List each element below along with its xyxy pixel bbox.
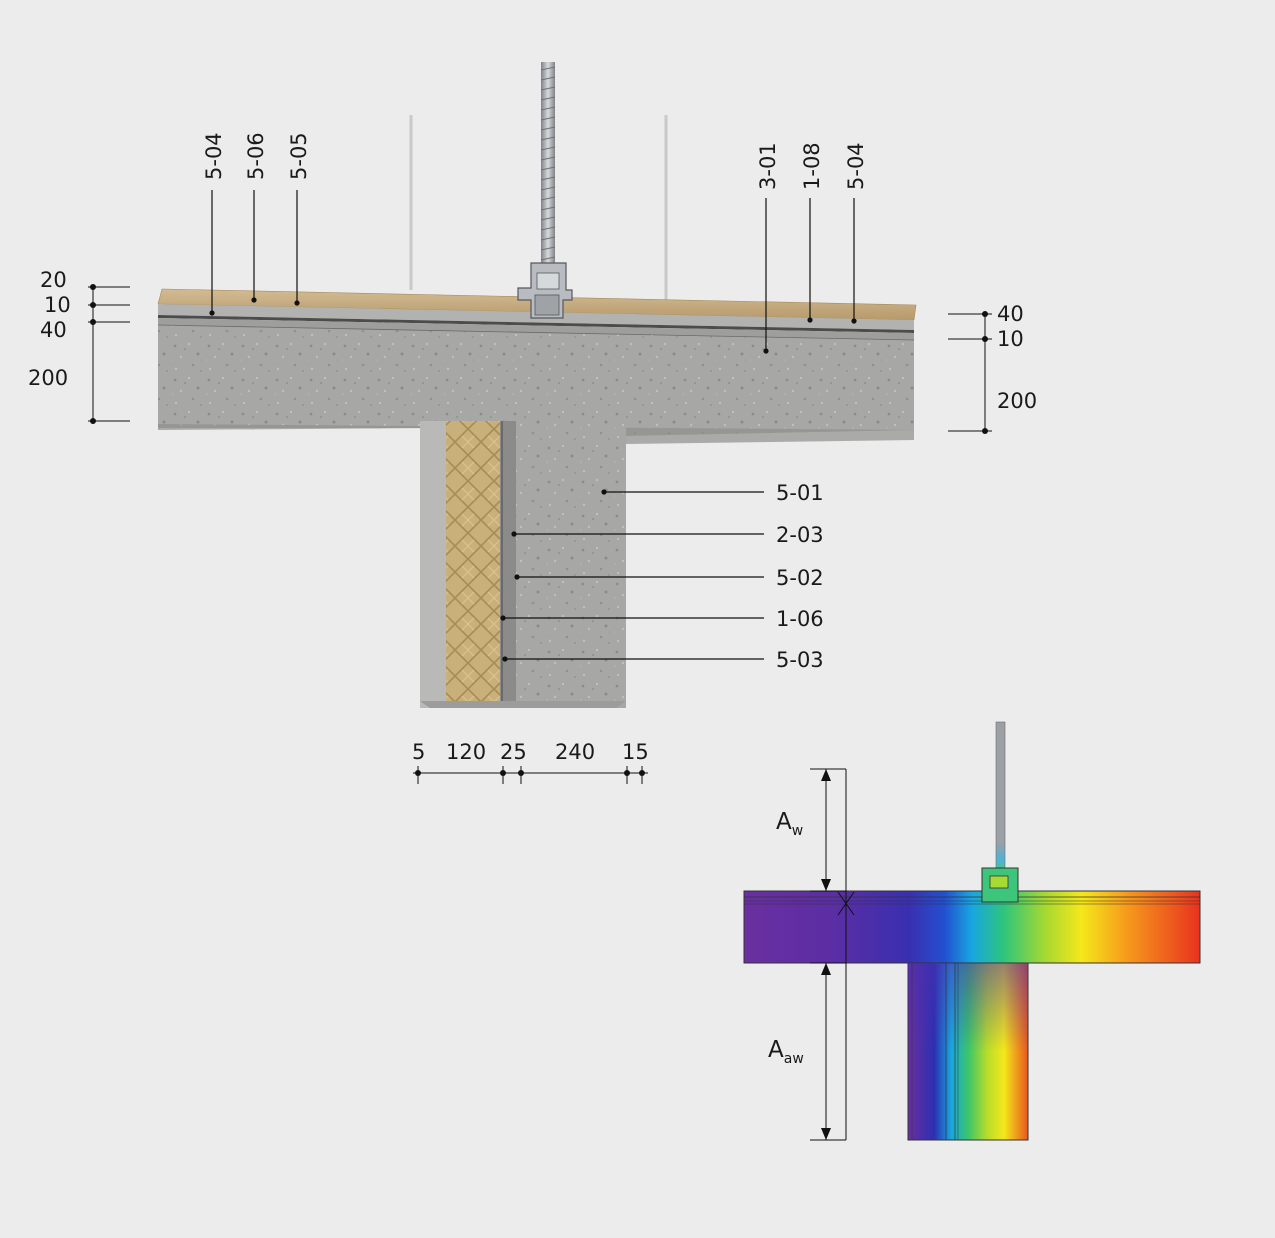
- thermal-dimension-arrows: [821, 769, 831, 1140]
- label-side-1: 5-01: [776, 481, 824, 505]
- dim-bottom-5: 15: [622, 740, 649, 764]
- dim-left-2: 10: [44, 293, 71, 317]
- wall: [420, 421, 626, 708]
- dim-left-1: 20: [40, 268, 67, 292]
- label-top-right-1: 3-01: [756, 142, 780, 190]
- label-top-left-3: 5-05: [287, 132, 311, 180]
- dim-left-4: 200: [28, 366, 68, 390]
- dimension-bottom-ticks: [415, 770, 645, 776]
- thermal-slab: [743, 890, 1201, 964]
- dimension-right: [948, 313, 992, 432]
- clamp-bracket: [517, 262, 573, 319]
- plaster-inner: [420, 421, 446, 708]
- membrane-layer: [500, 421, 516, 701]
- thermal-rod: [995, 721, 1006, 873]
- dim-right-3: 200: [997, 389, 1037, 413]
- dim-right-1: 40: [997, 302, 1024, 326]
- screed-layer-lower: [158, 318, 914, 340]
- dim-bottom-4: 240: [555, 740, 595, 764]
- dim-left-3: 40: [40, 318, 67, 342]
- leader-lines: [211, 190, 855, 660]
- dim-bottom-2: 120: [446, 740, 486, 764]
- slab-bottom-shadow: [158, 424, 914, 444]
- label-top-left-1: 5-04: [202, 132, 226, 180]
- main-section: 5-04 5-06 5-05 3-01 1-08 5-04 5-01 2-03 …: [157, 62, 917, 708]
- label-side-4: 1-06: [776, 607, 824, 631]
- wall-bottom-face: [420, 701, 626, 708]
- slab-edge-line: [157, 324, 915, 341]
- thermal-dimension-lines: [810, 768, 855, 1141]
- label-side-3: 5-02: [776, 566, 824, 590]
- dimension-bottom: [413, 766, 648, 784]
- label-top-right-2: 1-08: [800, 142, 824, 190]
- masonry-block: [516, 421, 626, 708]
- label-top-left-2: 5-06: [244, 132, 268, 180]
- threaded-rod: [540, 62, 556, 277]
- dim-bottom-3: 25: [500, 740, 527, 764]
- label-side-2: 2-03: [776, 523, 824, 547]
- dim-bottom-1: 5: [412, 740, 425, 764]
- label-top-right-3: 5-04: [844, 142, 868, 190]
- mineral-wool-insulation: [446, 421, 500, 701]
- separation-layer: [158, 315, 914, 333]
- dimension-left-ticks: [90, 284, 96, 424]
- label-aw: Aw: [776, 809, 803, 839]
- thermal-simulation: Aw Aaw: [743, 721, 1201, 1141]
- concrete-slab: [158, 325, 914, 436]
- dimension-right-ticks: [982, 311, 988, 434]
- label-side-5: 5-03: [776, 648, 824, 672]
- dim-right-2: 10: [997, 327, 1024, 351]
- label-aaw: Aaw: [768, 1037, 804, 1067]
- thermal-bracket: [981, 867, 1019, 903]
